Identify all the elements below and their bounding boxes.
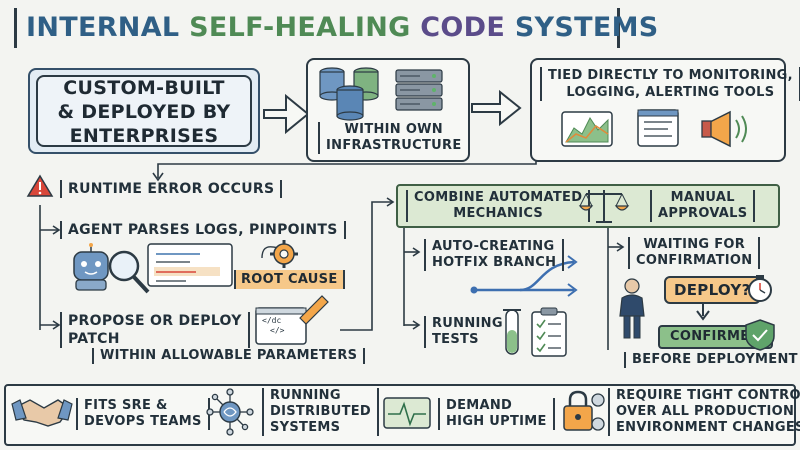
hotfix-label: AUTO-CREATING HOTFIX BRANCH: [424, 239, 565, 271]
running-tests-label: RUNNING TESTS: [424, 316, 511, 348]
deploy-text: DEPLOY?: [674, 281, 751, 299]
before-deployment-text: BEFORE DEPLOYMENT: [632, 352, 798, 367]
root-cause-badge: ROOT CAUSE: [234, 270, 345, 289]
custom-built-line2: & DEPLOYED BY: [57, 101, 231, 123]
deploy-question: DEPLOY?: [664, 276, 761, 304]
title-internal: INTERNAL: [26, 12, 180, 43]
manual-approvals-label: MANUAL APPROVALS: [650, 190, 756, 222]
hotfix-line2: HOTFIX BRANCH: [432, 255, 557, 270]
within-params-label: WITHIN ALLOWABLE PARAMETERS: [92, 348, 366, 364]
waiting-line2: CONFIRMATION: [636, 253, 753, 268]
title-code: CODE: [420, 12, 506, 43]
agent-parses-text: AGENT PARSES LOGS, PINPOINTS: [68, 222, 338, 238]
agent-parses-label: AGENT PARSES LOGS, PINPOINTS: [60, 221, 346, 239]
control-line1: REQUIRE TIGHT CONTROL: [616, 388, 800, 403]
distributed-line2: DISTRIBUTED: [270, 404, 372, 419]
confirmed-badge: CONFIRMED: [658, 325, 773, 349]
waiting-line1: WAITING FOR: [643, 237, 746, 252]
uptime-label: DEMAND HIGH UPTIME: [438, 398, 555, 430]
uptime-line1: DEMAND: [446, 398, 513, 413]
custom-built-line1: CUSTOM-BUILT: [63, 77, 225, 99]
propose-line2: PATCH: [68, 331, 120, 347]
control-label: REQUIRE TIGHT CONTROL OVER ALL PRODUCTIO…: [608, 388, 800, 436]
propose-label: PROPOSE OR DEPLOY PATCH: [60, 312, 250, 348]
root-cause-text: ROOT CAUSE: [241, 272, 338, 287]
code-snippet: </dc </>: [262, 316, 284, 336]
sre-label: FITS SRE & DEVOPS TEAMS: [76, 398, 210, 430]
code-line1: </dc: [262, 316, 282, 325]
sre-line1: FITS SRE &: [84, 398, 168, 413]
uptime-line2: HIGH UPTIME: [446, 414, 547, 429]
distributed-line3: SYSTEMS: [270, 420, 341, 435]
runtime-error-label: RUNTIME ERROR OCCURS: [60, 180, 283, 198]
within-params-text: WITHIN ALLOWABLE PARAMETERS: [100, 348, 358, 363]
waiting-label: WAITING FOR CONFIRMATION: [628, 237, 761, 269]
manual-line1: MANUAL: [670, 190, 735, 205]
combine-line1: COMBINE AUTOMATED: [414, 190, 583, 205]
tied-line1: TIED DIRECTLY TO MONITORING,: [548, 68, 793, 83]
confirmed-text: CONFIRMED: [670, 329, 761, 344]
tied-line2: LOGGING, ALERTING TOOLS: [566, 85, 775, 100]
propose-line1: PROPOSE OR DEPLOY: [68, 313, 242, 329]
custom-built-line3: ENTERPRISES: [69, 125, 219, 147]
running-tests-line1: RUNNING: [432, 316, 503, 331]
title-bracket: [14, 8, 620, 48]
tied-directly-label: TIED DIRECTLY TO MONITORING, LOGGING, AL…: [540, 67, 800, 101]
control-line2: OVER ALL PRODUCTION: [616, 404, 795, 419]
combine-label: COMBINE AUTOMATED MECHANICS: [406, 190, 591, 222]
title-systems: SYSTEMS: [514, 12, 659, 43]
page-title: INTERNAL SELF-HEALING CODE SYSTEMS: [26, 11, 659, 45]
hotfix-line1: AUTO-CREATING: [432, 239, 555, 254]
runtime-error-text: RUNTIME ERROR OCCURS: [68, 181, 275, 197]
manual-line2: APPROVALS: [658, 206, 748, 221]
within-own-line1: WITHIN OWN: [344, 122, 443, 137]
distributed-label: RUNNING DISTRIBUTED SYSTEMS: [262, 388, 380, 436]
within-own-label: WITHIN OWN INFRASTRUCTURE: [318, 122, 470, 154]
before-deployment-label: BEFORE DEPLOYMENT: [624, 352, 800, 368]
distributed-line1: RUNNING: [270, 388, 341, 403]
combine-line2: MECHANICS: [453, 206, 544, 221]
custom-built-inner: [36, 75, 252, 147]
within-own-line2: INFRASTRUCTURE: [326, 138, 462, 153]
custom-built-text: CUSTOM-BUILT & DEPLOYED BY ENTERPRISES: [40, 76, 248, 148]
code-line2: </>: [270, 326, 285, 335]
sre-line2: DEVOPS TEAMS: [84, 414, 202, 429]
control-line3: ENVIRONMENT CHANGES: [616, 420, 800, 435]
running-tests-line2: TESTS: [432, 332, 479, 347]
title-self-healing: SELF-HEALING: [189, 12, 411, 43]
